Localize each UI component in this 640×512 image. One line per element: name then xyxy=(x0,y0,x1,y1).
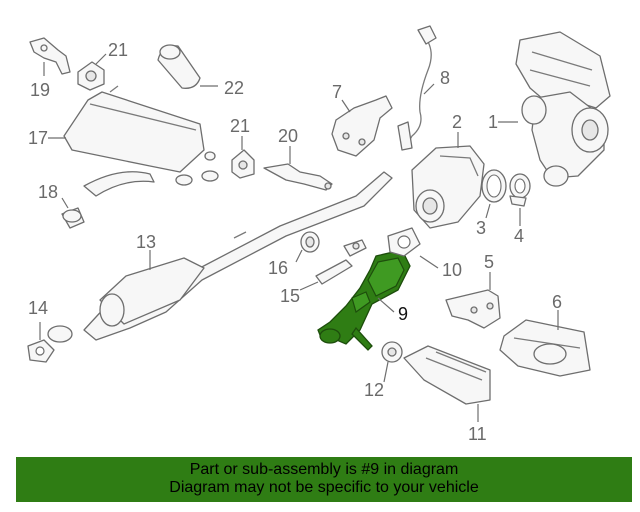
callout-16: 16 xyxy=(268,258,288,278)
part-21-hanger-lower xyxy=(231,136,255,179)
callout-20: 20 xyxy=(278,126,298,146)
callout-19: 19 xyxy=(30,80,50,100)
callout-15: 15 xyxy=(280,286,300,306)
callout-1: 1 xyxy=(488,112,498,132)
callout-8: 8 xyxy=(440,68,450,88)
exhaust-parts-diagram: 19 21 22 17 18 21 20 7 8 1 2 3 4 13 16 1… xyxy=(27,25,611,444)
part-12-bushing xyxy=(381,341,403,383)
callout-22: 22 xyxy=(224,78,244,98)
callout-21-lower: 21 xyxy=(230,116,250,136)
callout-labels: 19 21 22 17 18 21 20 7 8 1 2 3 4 13 16 1… xyxy=(28,40,562,444)
part-8-oxygen-sensor xyxy=(397,25,437,151)
callout-4: 4 xyxy=(514,226,524,246)
part-18-clamp xyxy=(61,197,85,229)
part-10-gasket xyxy=(387,227,439,269)
part-7-heat-shield xyxy=(331,95,393,157)
callout-2: 2 xyxy=(452,112,462,132)
part-20-bracket xyxy=(263,146,333,191)
callout-18: 18 xyxy=(38,182,58,202)
callout-12: 12 xyxy=(364,380,384,400)
part-11-heat-shield xyxy=(403,345,491,422)
part-1-turbocharger-manifold xyxy=(498,31,611,187)
part-6-heat-shield xyxy=(499,310,591,377)
part-9-catalytic-converter[interactable] xyxy=(317,249,411,351)
part-15-bracket xyxy=(299,239,367,291)
callout-7: 7 xyxy=(332,82,342,102)
callout-11: 11 xyxy=(468,424,487,444)
callout-9: 9 xyxy=(398,304,408,324)
part-19-bracket xyxy=(29,37,71,76)
callout-10: 10 xyxy=(442,260,462,280)
callout-13: 13 xyxy=(136,232,156,252)
part-4-clamp xyxy=(509,173,531,226)
part-14-gasket xyxy=(27,322,55,363)
callout-6: 6 xyxy=(552,292,562,312)
part-5-bracket xyxy=(445,272,501,329)
part-2-turbo-outlet xyxy=(411,132,485,229)
part-21-hanger-top xyxy=(77,53,107,91)
banner-line-part-info: Part or sub-assembly is #9 in diagram xyxy=(189,461,459,478)
callout-17: 17 xyxy=(28,128,48,148)
part-17-rear-muffler xyxy=(48,85,219,197)
callout-5: 5 xyxy=(484,252,494,272)
part-3-clamp-ring xyxy=(481,169,507,219)
callout-21-top: 21 xyxy=(108,40,128,60)
info-banner: Part or sub-assembly is #9 in diagram Di… xyxy=(16,457,632,502)
part-13-center-muffler-pipe xyxy=(47,171,393,343)
part-22-tailpipe-tip xyxy=(157,44,218,89)
callout-3: 3 xyxy=(476,218,486,238)
callout-14: 14 xyxy=(28,298,48,318)
banner-line-disclaimer: Diagram may not be specific to your vehi… xyxy=(169,479,479,496)
part-16-bushing xyxy=(295,231,320,263)
